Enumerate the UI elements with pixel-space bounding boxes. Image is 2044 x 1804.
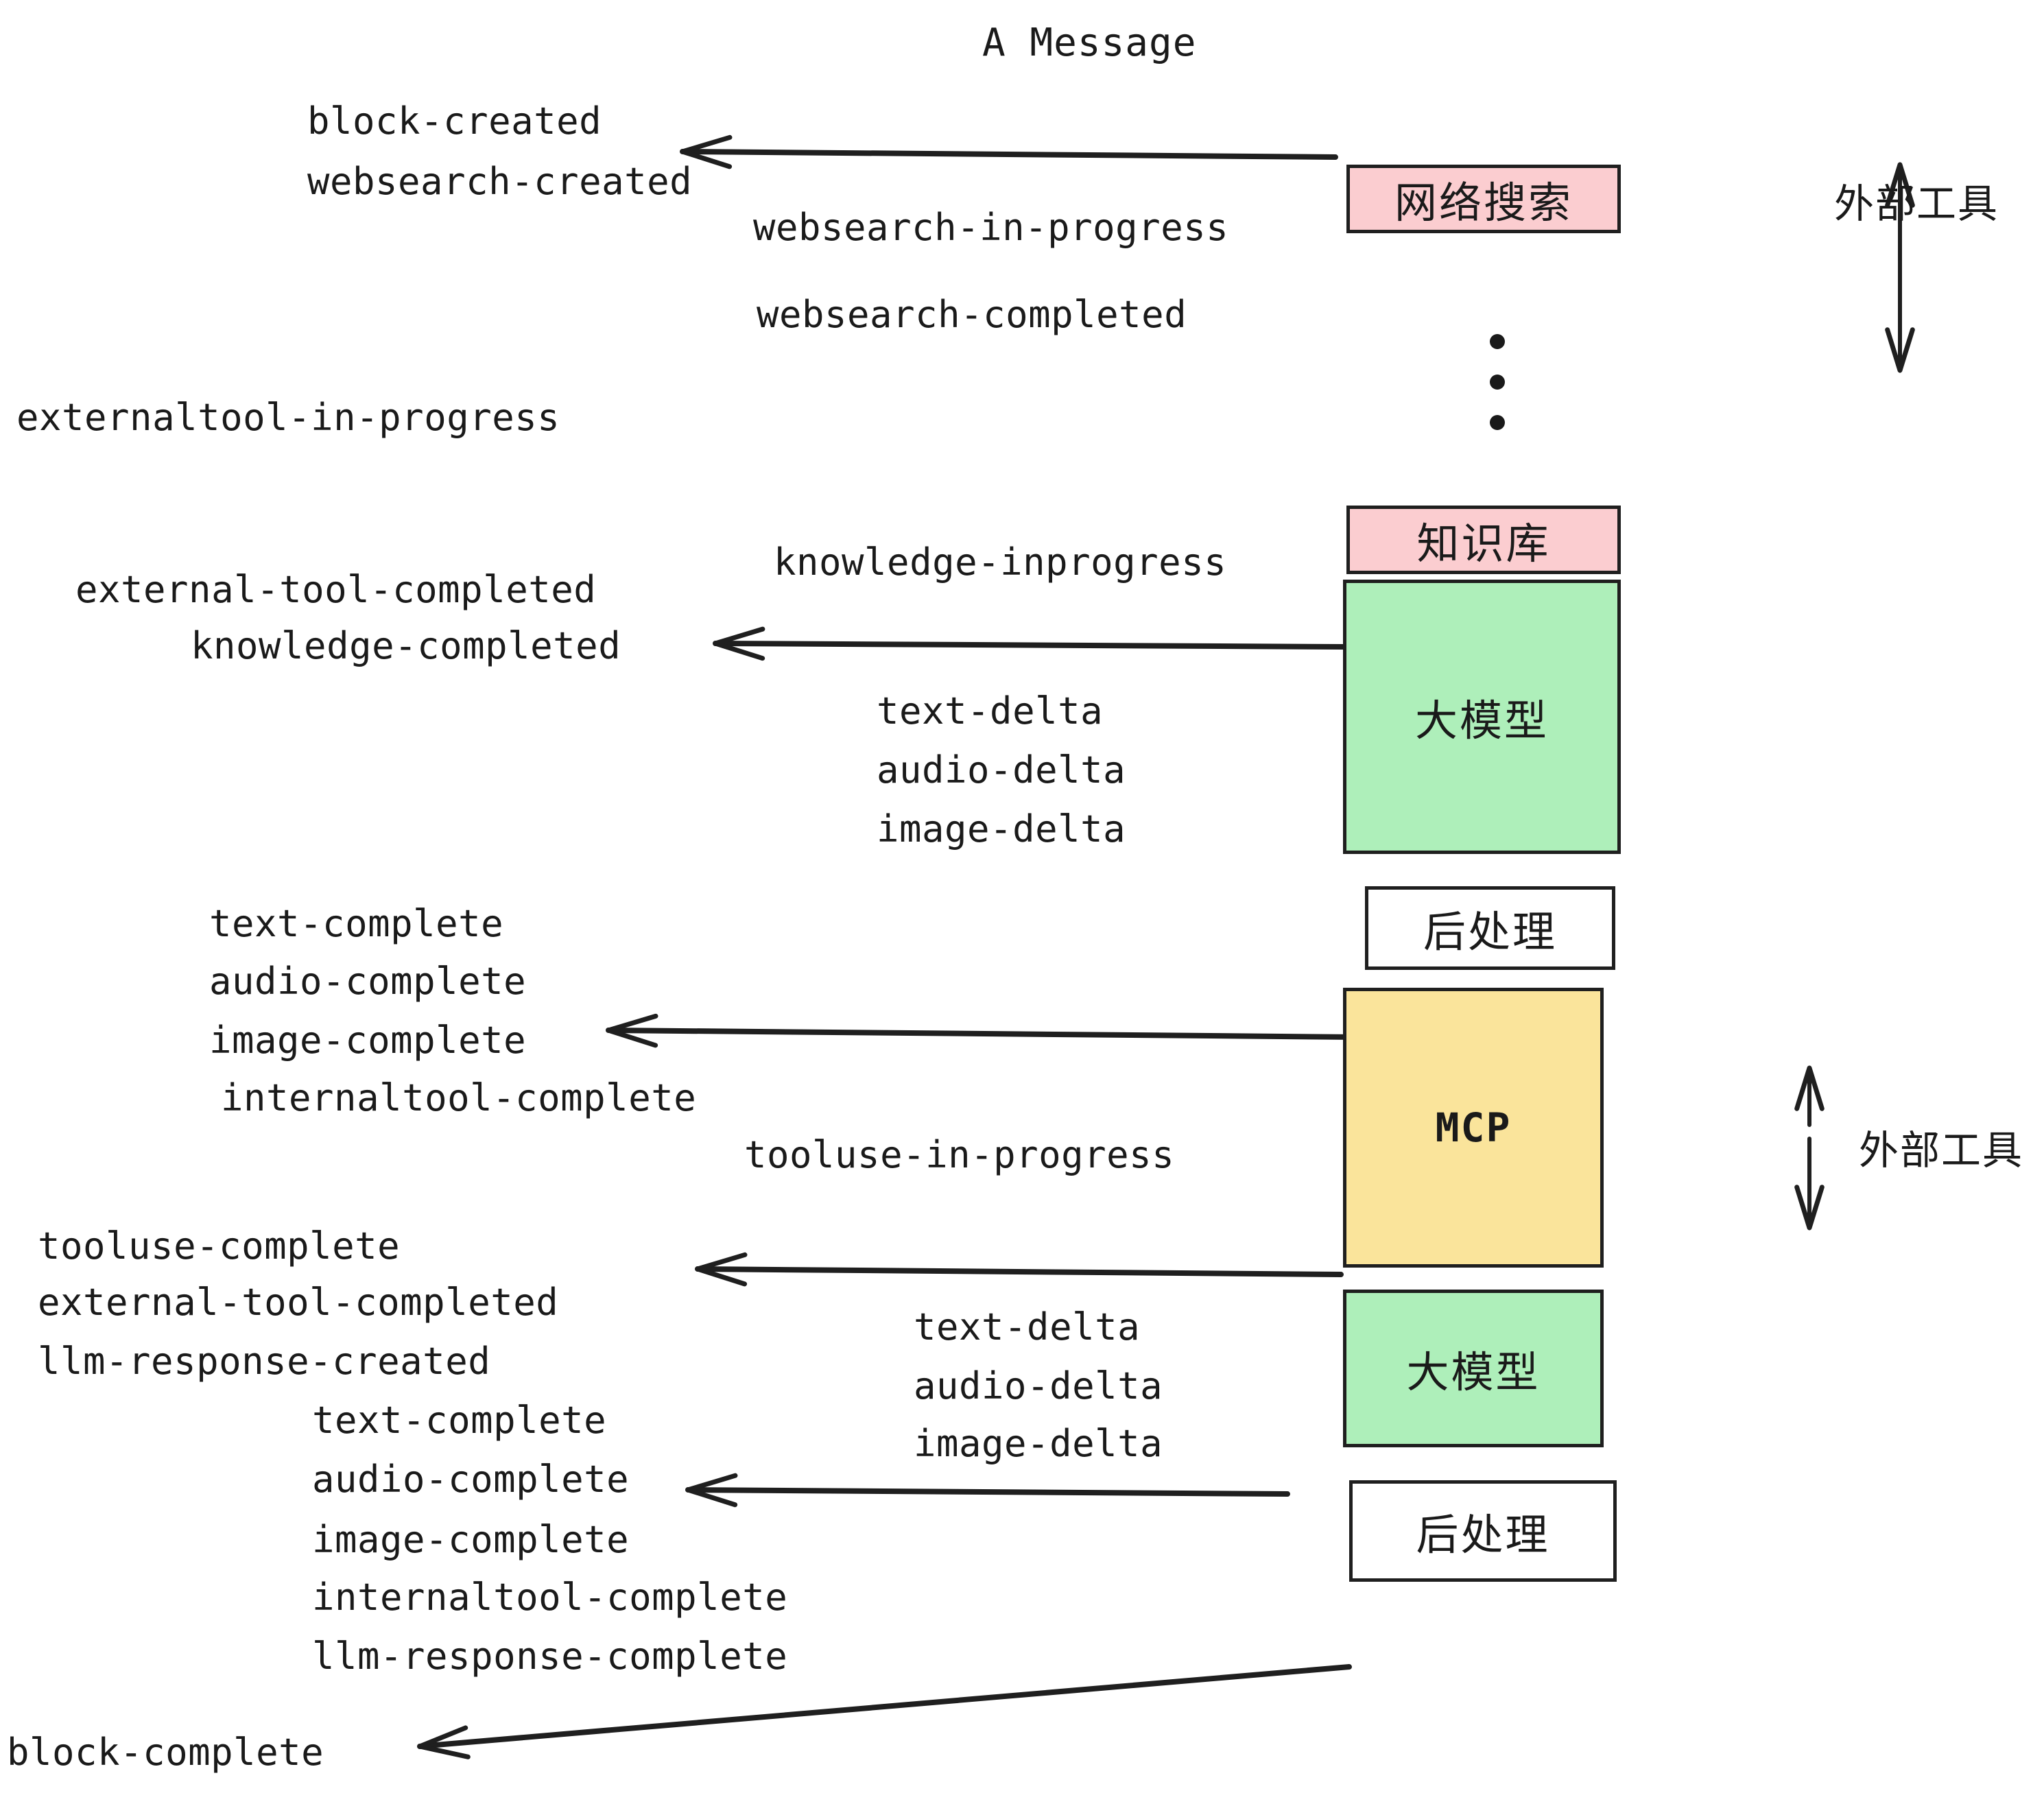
node-label-mcp: MCP bbox=[1435, 1104, 1512, 1151]
event-label-websearch-created: websearch-created bbox=[307, 160, 693, 203]
node-label-websearch: 网络搜索 bbox=[1394, 178, 1573, 228]
arrow-block-created-head bbox=[680, 134, 733, 169]
arrow-block-complete-shaft bbox=[417, 1664, 1352, 1749]
arrow-block-created-shaft bbox=[680, 149, 1338, 160]
node-box-knowledge: 知识库 bbox=[1346, 506, 1621, 574]
node-box-postprocess-2: 后处理 bbox=[1349, 1480, 1617, 1582]
event-label-audio-complete-2: audio-complete bbox=[312, 1458, 630, 1501]
node-label-llm-2: 大模型 bbox=[1406, 1347, 1541, 1397]
event-label-text-delta-1: text-delta bbox=[877, 689, 1104, 733]
event-label-knowledge-inprogress: knowledge-inprogress bbox=[774, 541, 1227, 584]
arrow-knowledge-completed-head bbox=[713, 626, 765, 661]
arrow-image-complete-head bbox=[606, 1013, 658, 1048]
event-label-audio-delta-1: audio-delta bbox=[877, 748, 1126, 792]
node-label-postprocess-1: 后处理 bbox=[1423, 907, 1557, 957]
external-tool-scope-bottom-up-head bbox=[1794, 1065, 1825, 1111]
node-label-postprocess-2: 后处理 bbox=[1416, 1510, 1550, 1560]
event-label-audio-delta-2: audio-delta bbox=[914, 1364, 1163, 1408]
vertical-ellipsis bbox=[1490, 334, 1505, 430]
event-label-text-complete-1: text-complete bbox=[209, 902, 504, 945]
node-box-mcp: MCP bbox=[1343, 988, 1604, 1268]
event-label-internaltool-complete-1: internaltool-complete bbox=[221, 1076, 697, 1119]
node-box-llm-1: 大模型 bbox=[1343, 580, 1621, 854]
page-title: A Message bbox=[982, 21, 1197, 65]
event-label-external-tool-completed-2: external-tool-completed bbox=[38, 1281, 559, 1324]
event-label-block-created: block-created bbox=[307, 99, 602, 143]
arrow-block-complete-head bbox=[417, 1725, 471, 1759]
node-label-knowledge: 知识库 bbox=[1416, 519, 1551, 569]
arrow-audio-complete-head bbox=[685, 1473, 738, 1508]
arrow-audio-complete-shaft bbox=[685, 1487, 1290, 1497]
arrow-tooluse-complete-shaft bbox=[695, 1266, 1344, 1277]
node-box-postprocess-1: 后处理 bbox=[1365, 886, 1615, 970]
node-box-websearch: 网络搜索 bbox=[1346, 165, 1621, 233]
node-box-llm-2: 大模型 bbox=[1343, 1290, 1604, 1447]
external-tool-scope-top-down-head bbox=[1885, 327, 1915, 373]
event-label-audio-complete-1: audio-complete bbox=[209, 960, 527, 1003]
event-label-websearch-in-progress: websearch-in-progress bbox=[753, 206, 1229, 249]
event-label-tooluse-complete: tooluse-complete bbox=[38, 1224, 401, 1268]
event-label-llm-response-complete: llm-response-complete bbox=[312, 1635, 788, 1678]
external-tool-scope-top-up-head bbox=[1885, 162, 1915, 208]
ellipsis-dot bbox=[1490, 375, 1505, 390]
event-label-external-tool-completed: external-tool-completed bbox=[75, 568, 597, 611]
external-tool-scope-bottom-down-head bbox=[1794, 1185, 1825, 1231]
node-label-llm-1: 大模型 bbox=[1414, 696, 1549, 746]
event-label-block-complete: block-complete bbox=[7, 1731, 324, 1774]
event-label-tooluse-in-progress: tooluse-in-progress bbox=[744, 1133, 1175, 1176]
ellipsis-dot bbox=[1490, 334, 1505, 349]
arrow-image-complete-shaft bbox=[606, 1028, 1359, 1040]
event-label-websearch-completed: websearch-completed bbox=[757, 293, 1187, 336]
event-label-text-delta-2: text-delta bbox=[914, 1305, 1141, 1349]
event-label-image-delta-2: image-delta bbox=[914, 1422, 1163, 1465]
event-label-internaltool-complete-2: internaltool-complete bbox=[312, 1576, 788, 1619]
side-label-external-tool-top: 外部工具 bbox=[1834, 180, 1999, 227]
side-label-external-tool-bottom: 外部工具 bbox=[1859, 1127, 2024, 1174]
ellipsis-dot bbox=[1490, 415, 1505, 430]
event-label-image-complete-2: image-complete bbox=[312, 1518, 630, 1561]
event-label-image-delta-1: image-delta bbox=[877, 807, 1126, 851]
event-label-llm-response-created: llm-response-created bbox=[38, 1340, 491, 1383]
arrow-tooluse-complete-head bbox=[695, 1252, 748, 1287]
event-label-knowledge-completed: knowledge-completed bbox=[191, 624, 621, 667]
event-label-externaltool-in-progress: externaltool-in-progress bbox=[16, 396, 560, 439]
event-label-image-complete-1: image-complete bbox=[209, 1019, 527, 1062]
arrow-knowledge-completed-shaft bbox=[713, 641, 1347, 650]
event-label-text-complete-2: text-complete bbox=[312, 1399, 607, 1442]
